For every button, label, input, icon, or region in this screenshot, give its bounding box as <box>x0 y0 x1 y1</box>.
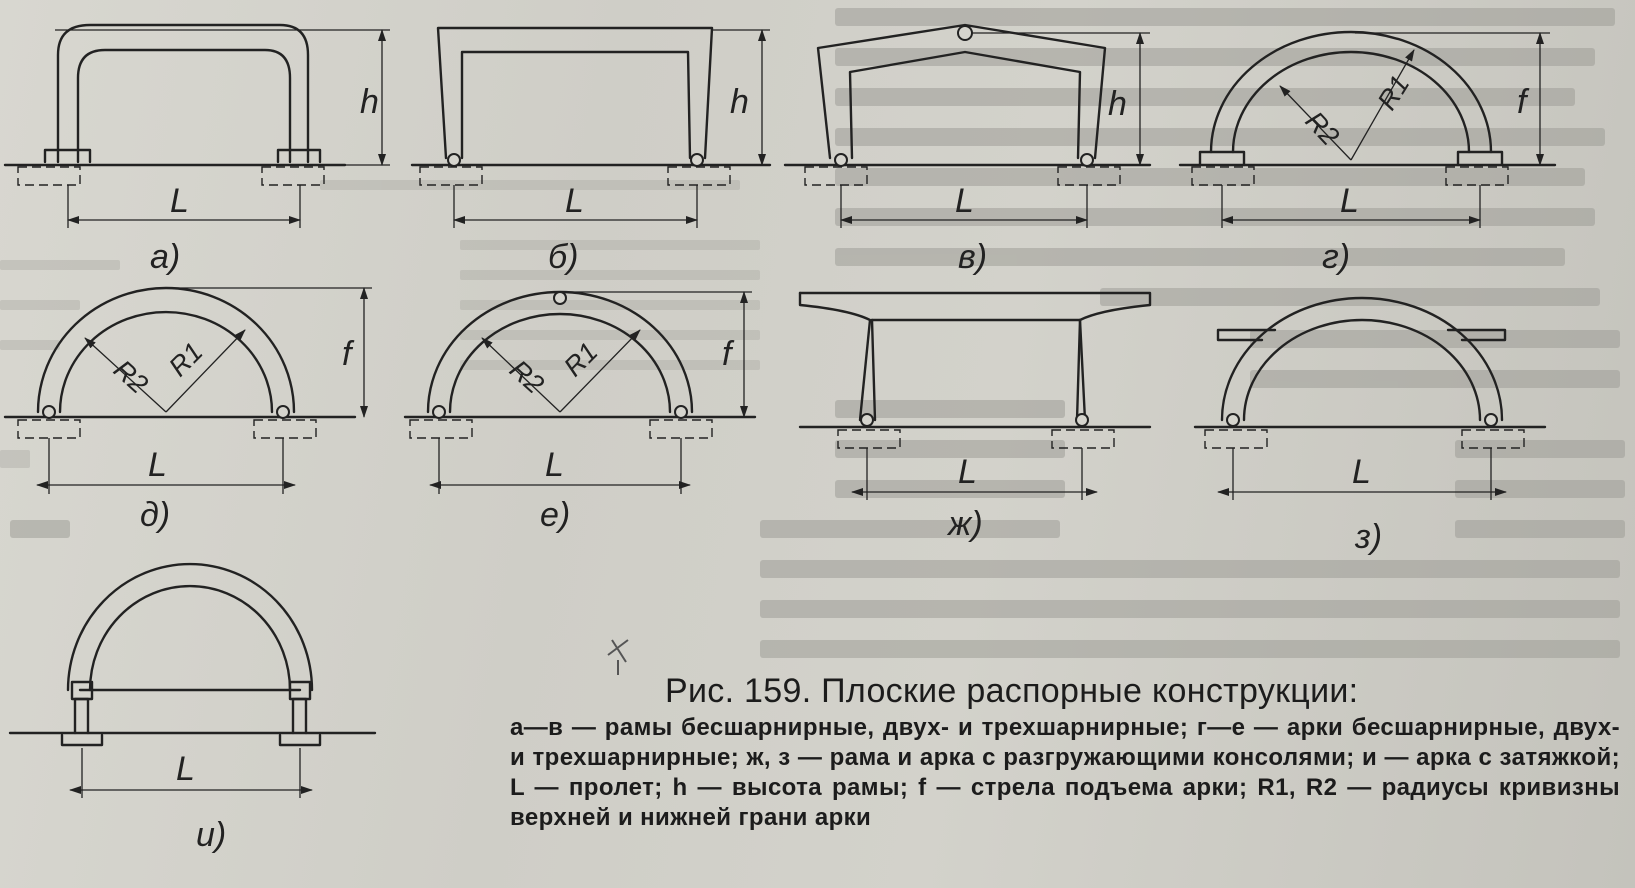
panel-e-three-hinged-arch: R1 R2 f L е) <box>403 290 757 534</box>
panel-i-label: и) <box>196 816 226 854</box>
panel-g-label: г) <box>1322 238 1350 276</box>
pencil-mark <box>607 639 629 675</box>
panel-a-label: а) <box>150 238 180 276</box>
panel-z-arch-with-cantilevers: L з) <box>1193 296 1547 556</box>
panel-zh-span-label: L <box>958 453 977 491</box>
panel-g-rise-label: f <box>1517 83 1530 121</box>
panel-e-label: е) <box>540 496 570 534</box>
panel-g-span-label: L <box>1340 182 1359 220</box>
panel-e-span-label: L <box>545 446 564 484</box>
panel-z-span-label: L <box>1352 453 1371 491</box>
caption-body: а—в — рамы бесшарнирные, двух- и трехшар… <box>510 714 1620 831</box>
panel-i-tied-arch: L и) <box>8 562 377 854</box>
panel-a-height-label: h <box>360 83 379 121</box>
panel-g-r2-label: R2 <box>1300 106 1345 152</box>
panel-a-fixed-frame: h L а) <box>3 23 390 276</box>
panel-v-span-label: L <box>955 182 974 220</box>
panel-z-label: з) <box>1354 518 1382 556</box>
panel-d-label: д) <box>140 496 170 534</box>
panel-b-label: б) <box>548 238 578 276</box>
panel-b-span-label: L <box>565 182 584 220</box>
panel-d-rise-label: f <box>342 335 355 373</box>
panel-d-span-label: L <box>148 446 167 484</box>
panel-zh-frame-with-cantilevers: L ж) <box>798 291 1152 543</box>
panel-g-fixed-arch: R1 R2 f L г) <box>1178 30 1557 276</box>
panel-v-height-label: h <box>1108 85 1127 123</box>
panel-a-span-label: L <box>170 182 189 220</box>
panel-i-span-label: L <box>176 750 195 788</box>
panel-v-label: в) <box>958 238 987 276</box>
panel-b-height-label: h <box>730 83 749 121</box>
panel-e-rise-label: f <box>722 335 735 373</box>
figure-caption: Рис. 159. Плоские распорные конструкции:… <box>510 672 1630 833</box>
panel-e-r2-label: R2 <box>504 354 550 399</box>
panel-zh-label: ж) <box>946 505 983 543</box>
panel-e-r1-label: R1 <box>558 337 604 383</box>
panel-b-two-hinged-frame: h L б) <box>410 26 772 276</box>
caption-title: Рис. 159. Плоские распорные конструкции: <box>665 672 1359 710</box>
panel-v-three-hinged-frame: h L в) <box>783 23 1152 276</box>
panel-g-r1-label: R1 <box>1372 70 1416 115</box>
panel-d-r2-label: R2 <box>108 354 154 399</box>
panel-d-two-hinged-arch: R1 R2 f L д) <box>3 286 372 534</box>
